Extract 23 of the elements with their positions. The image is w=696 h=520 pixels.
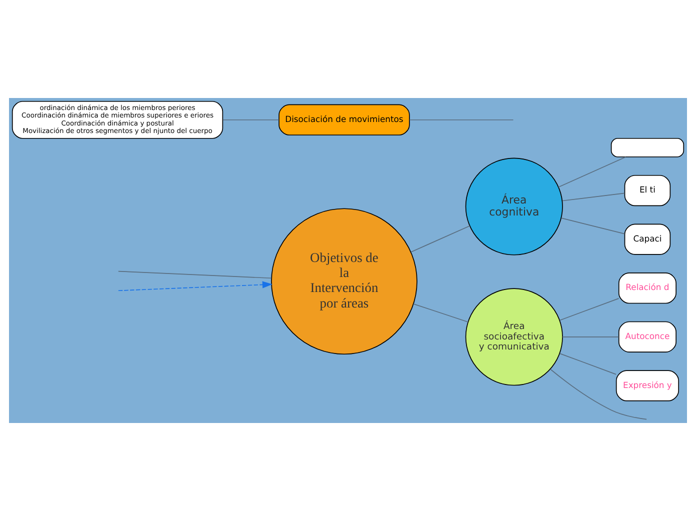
connector — [560, 217, 625, 234]
connector — [550, 368, 647, 420]
node-box: El ti — [624, 174, 671, 206]
connector — [562, 192, 625, 201]
connector — [118, 270, 272, 278]
connector — [410, 224, 470, 252]
connector — [560, 352, 616, 374]
node-circle: Objetivos de la Intervención por áreas — [271, 208, 418, 354]
connector — [409, 118, 514, 120]
node-box — [610, 137, 684, 157]
node-box: Relación d — [618, 272, 676, 304]
node-circle: Área socioafectiva y comunicativa — [465, 288, 563, 386]
node-circle: Área cognitiva — [465, 157, 563, 255]
connector — [222, 118, 280, 120]
connector — [562, 336, 620, 337]
connector — [558, 156, 626, 187]
node-box: Disociación de movimientos — [278, 104, 410, 135]
connector — [560, 298, 620, 320]
connector — [413, 303, 468, 322]
node-box: Autoconce — [618, 320, 676, 352]
node-box: Expresión y — [616, 370, 679, 401]
node-box: Capaci — [624, 223, 671, 254]
arrow — [118, 280, 273, 291]
